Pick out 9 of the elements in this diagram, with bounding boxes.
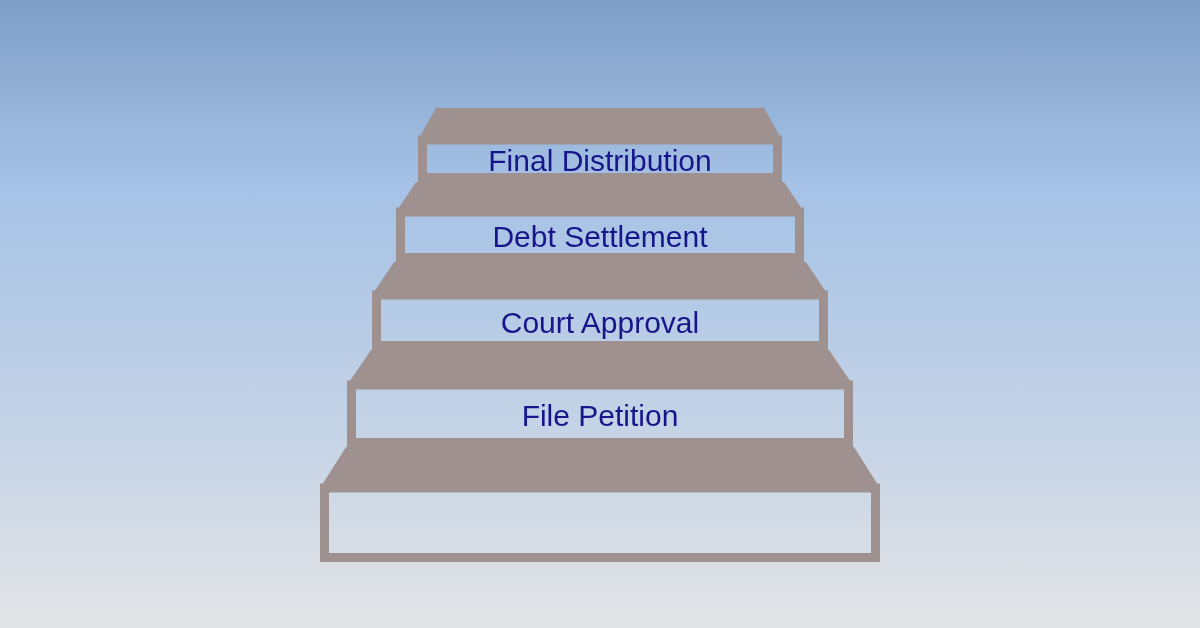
step-label: Court Approval [500, 305, 700, 340]
stair-step [320, 447, 880, 562]
stair-step [396, 182, 804, 262]
step-label: Final Distribution [488, 144, 712, 178]
stair-step [347, 350, 853, 447]
stair-step [418, 108, 782, 182]
step-label: File Petition [521, 399, 679, 433]
step-label: Debt Settlement [492, 220, 708, 254]
stair-step [372, 262, 828, 350]
